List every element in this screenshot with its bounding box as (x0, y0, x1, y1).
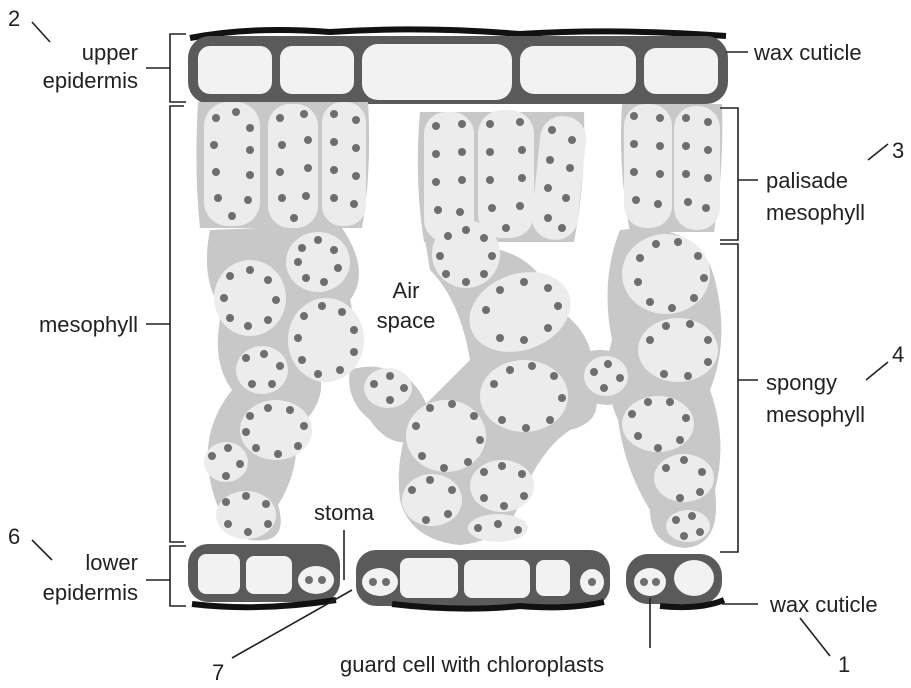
epidermal-cell (198, 46, 272, 94)
spongy-cell (480, 360, 568, 432)
palisade-cell (478, 110, 534, 238)
leader-6 (32, 540, 52, 560)
guard-cell (298, 566, 334, 594)
leader-2 (32, 22, 50, 42)
epidermal-cell (362, 44, 512, 100)
number-4: 4 (892, 342, 904, 367)
epidermal-cell (400, 558, 458, 598)
number-3: 3 (892, 138, 904, 163)
number-6: 6 (8, 524, 20, 549)
epidermal-cell (644, 48, 718, 94)
epidermal-cell (280, 46, 354, 94)
epidermal-cell (536, 560, 570, 596)
spongy-cell (622, 396, 694, 452)
label-guard-cell: guard cell with chloroplasts (340, 652, 604, 677)
label-air-space-line2: space (377, 308, 436, 333)
number-7: 7 (212, 660, 224, 685)
spongy-cell (666, 510, 710, 542)
label-stoma: stoma (314, 500, 375, 525)
label-palisade-line2: mesophyll (766, 200, 865, 225)
leader-1 (800, 618, 830, 656)
palisade-cell (624, 104, 672, 228)
epidermal-cell (520, 46, 636, 94)
spongy-cell (638, 318, 718, 382)
label-air-space-line1: Air (393, 278, 420, 303)
number-1: 1 (838, 652, 850, 677)
epidermal-cell (198, 554, 240, 594)
label-wax-cuticle-top: wax cuticle (753, 40, 862, 65)
epidermal-cell (674, 560, 714, 596)
leader-3 (868, 144, 888, 160)
number-2: 2 (8, 6, 20, 31)
label-palisade-line1: palisade (766, 168, 848, 193)
label-spongy-line2: mesophyll (766, 402, 865, 427)
guard-cell (634, 568, 666, 596)
label-lower-epidermis-line2: epidermis (43, 580, 138, 605)
label-upper-epidermis-line2: epidermis (43, 68, 138, 93)
spongy-cell (406, 400, 486, 472)
mesophyll-tissue (196, 102, 722, 548)
label-upper-epidermis-line1: upper (82, 40, 138, 65)
palisade-cell (204, 102, 260, 226)
guard-cell (362, 568, 398, 596)
epidermal-cell (246, 556, 292, 594)
label-wax-cuticle-bottom: wax cuticle (769, 592, 878, 617)
leader-4 (866, 362, 888, 380)
epidermal-cell (464, 560, 530, 598)
spongy-cell (622, 234, 710, 314)
label-mesophyll: mesophyll (39, 312, 138, 337)
upper-epidermis (188, 29, 728, 104)
label-lower-epidermis-line1: lower (85, 550, 138, 575)
lower-epidermis (188, 544, 724, 609)
palisade-cell (674, 106, 720, 230)
label-spongy-line1: spongy (766, 370, 837, 395)
